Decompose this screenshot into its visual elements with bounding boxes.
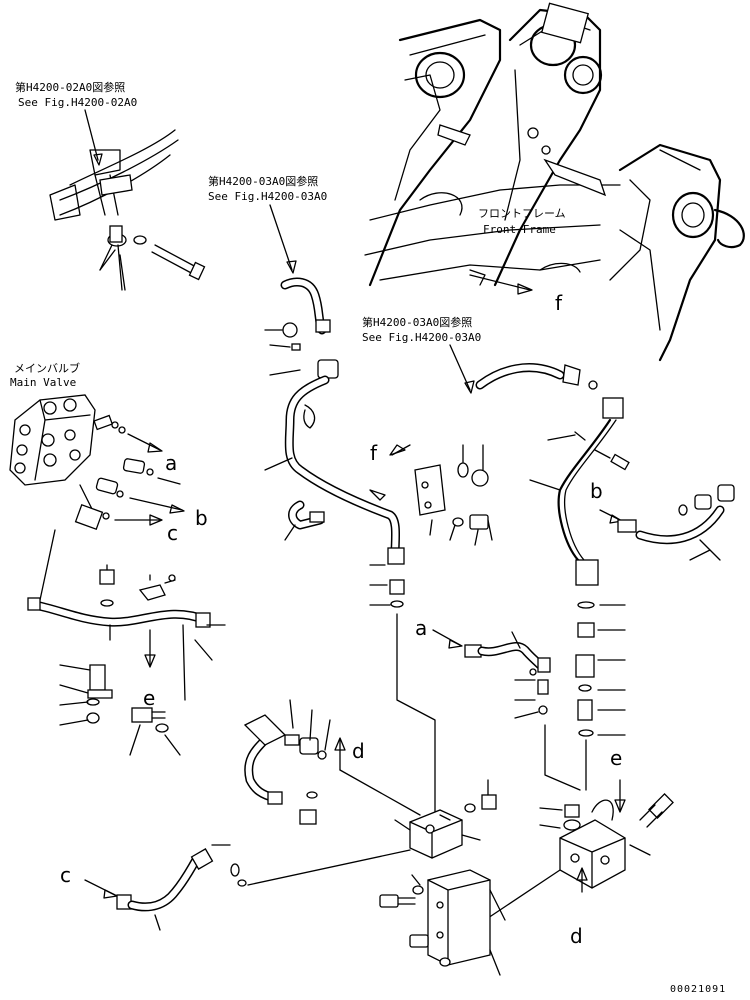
callout-02a0-en: See Fig.H4200-02A0 (18, 96, 137, 109)
callout-03a0-top-jp: 第H4200-03A0図参照 (208, 174, 318, 188)
callout-h4200-02a0: 第H4200-02A0図参照 See Fig.H4200-02A0 (15, 80, 206, 291)
letter-f-mid: f (370, 441, 378, 465)
main-valve-en: Main Valve (10, 376, 76, 389)
right-hose-assembly (475, 363, 735, 791)
letter-b-right: b (590, 479, 603, 503)
front-frame (364, 2, 745, 362)
callout-02a0-jp: 第H4200-02A0図参照 (15, 80, 125, 94)
letter-e-left: e (143, 686, 155, 710)
a-hose (432, 629, 581, 791)
letter-b-left: b (195, 506, 208, 530)
f-top-arrow (469, 274, 531, 291)
drawing-number: 00021091 (670, 984, 726, 995)
callout-03a0-mid-en: See Fig.H4200-03A0 (362, 331, 481, 344)
d-assembly (243, 699, 497, 859)
main-valve-jp: メインバルブ (14, 361, 80, 375)
front-frame-label: フロントフレーム Front Frame (478, 207, 566, 236)
valve-fittings (95, 421, 185, 526)
letter-d-mid: d (352, 739, 365, 763)
letter-a-mid: a (415, 616, 427, 640)
leader-lines (99, 249, 711, 561)
letter-d-bottom: d (570, 924, 583, 948)
center-hose-assembly (264, 277, 436, 816)
letter-f-top: f (555, 291, 563, 315)
bottom-bracket (379, 869, 506, 976)
lower-right-valve (469, 779, 674, 931)
letter-c-left: c (167, 521, 178, 545)
front-frame-en: Front Frame (483, 223, 556, 236)
callout-03a0-mid-jp: 第H4200-03A0図参照 (362, 315, 472, 329)
main-valve: メインバルブ Main Valve (9, 361, 114, 531)
f-bracket (369, 444, 493, 546)
letter-c-bottom: c (60, 863, 71, 887)
left-hose-assembly (27, 529, 226, 756)
c-hose (84, 844, 411, 931)
connection-letters: a a b b c c d d e e f f (60, 291, 622, 948)
front-frame-jp: フロントフレーム (478, 207, 566, 220)
callout-h4200-03a0-mid: 第H4200-03A0図参照 See Fig.H4200-03A0 (362, 315, 481, 394)
callout-03a0-top-en: See Fig.H4200-03A0 (208, 190, 327, 203)
letter-a-left: a (165, 451, 177, 475)
letter-e-right: e (610, 746, 622, 770)
callout-h4200-03a0-top: 第H4200-03A0図参照 See Fig.H4200-03A0 (208, 174, 327, 274)
f-top-arrowhead (517, 283, 533, 295)
